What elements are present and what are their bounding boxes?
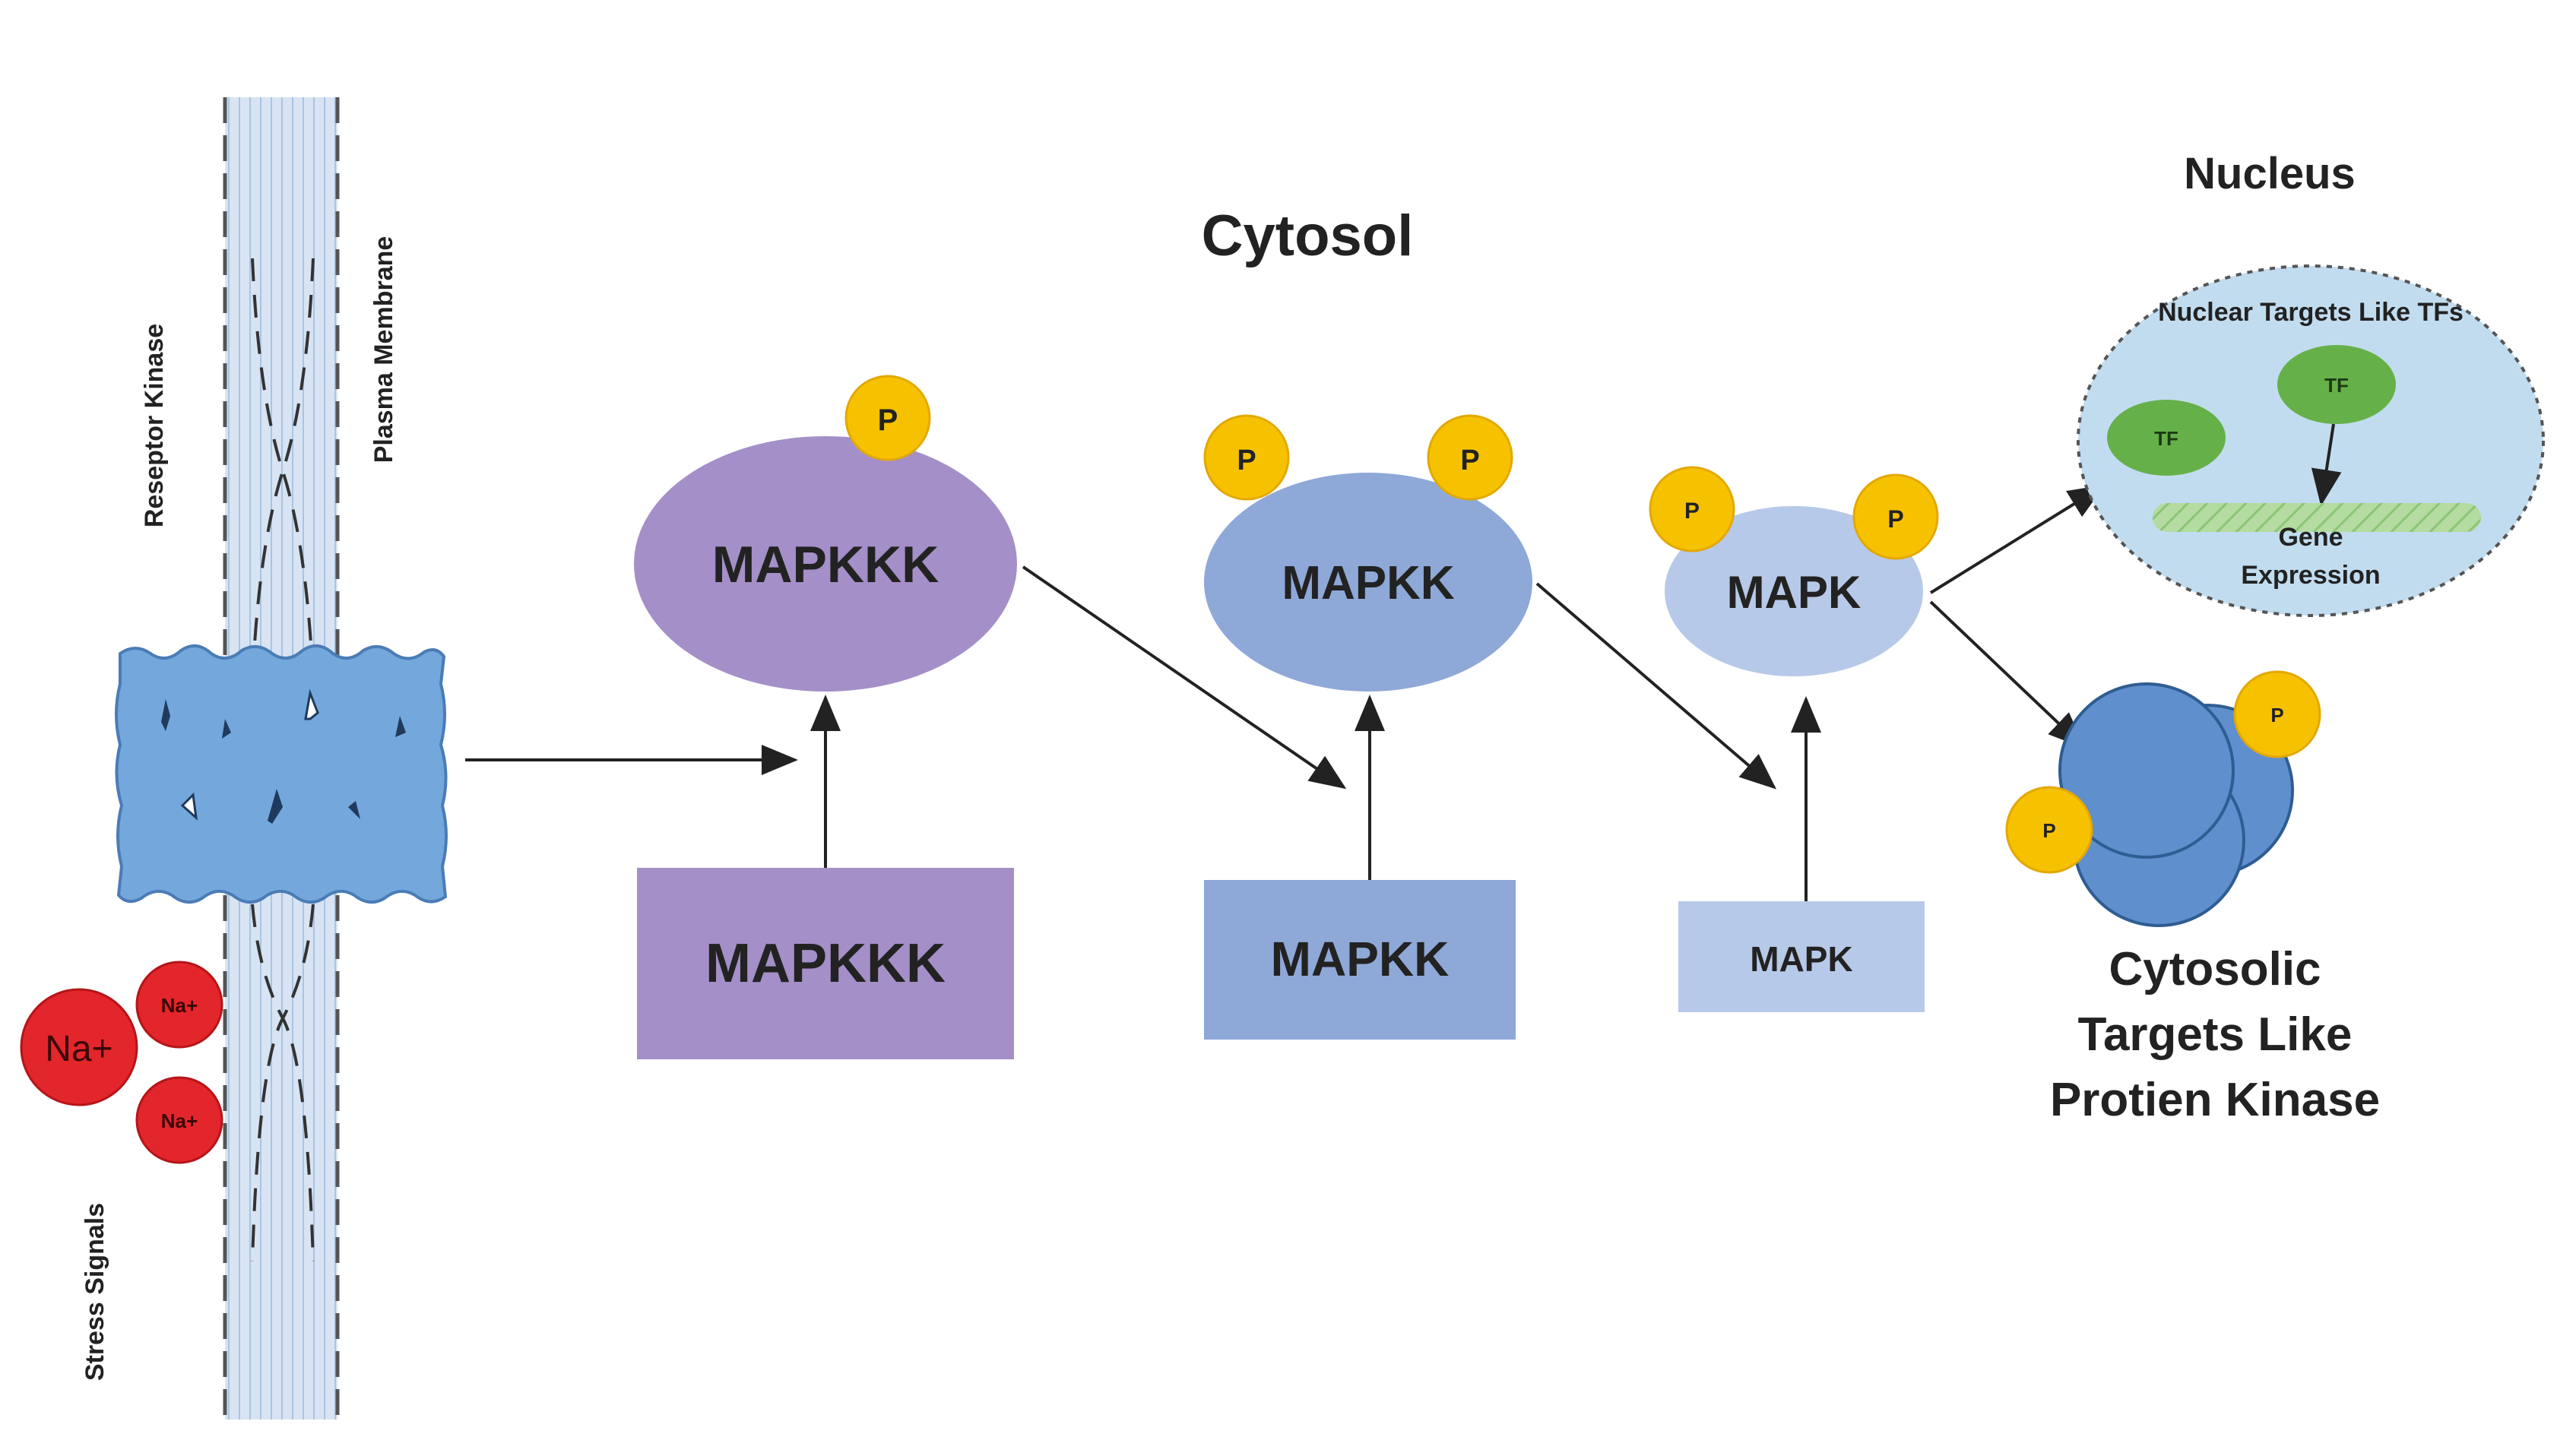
mapkk-inactive-label: MAPKK bbox=[1271, 932, 1450, 986]
sodium-ion-large-label: Na+ bbox=[45, 1029, 112, 1069]
phosphate-group: P bbox=[2005, 786, 2093, 874]
nucleus: Nuclear Targets Like TFs TF TF Gene Expr… bbox=[2077, 264, 2545, 617]
mapkk-active: MAPKK bbox=[1204, 473, 1532, 692]
mapk-active-label: MAPK bbox=[1727, 567, 1862, 618]
cytosolic-targets-line-3: Protien Kinase bbox=[2050, 1074, 2380, 1126]
gene-label: Gene bbox=[2278, 523, 2343, 552]
mapkkk-active: MAPKKK bbox=[634, 436, 1017, 692]
phosphate-label: P bbox=[1460, 445, 1479, 476]
receptor-kinase bbox=[115, 644, 448, 904]
phosphate-group: P bbox=[1203, 414, 1290, 501]
transcription-factor: TF bbox=[2107, 400, 2226, 476]
phosphate-label: P bbox=[2270, 704, 2283, 726]
mapkkk-inactive-label: MAPKKK bbox=[705, 933, 946, 994]
receptor-kinase-label: Reseptor Kinase bbox=[140, 324, 169, 527]
arrow-mapkk-to-mapk bbox=[1535, 582, 1777, 790]
transcription-factor: TF bbox=[2277, 345, 2396, 424]
phosphate-group: P bbox=[1852, 473, 1939, 560]
sodium-ion-large: Na+ bbox=[20, 988, 138, 1106]
expression-label: Expression bbox=[2241, 561, 2380, 590]
pathway-arrows bbox=[465, 484, 2105, 901]
sodium-ion-small-top: Na+ bbox=[135, 961, 223, 1049]
cytosolic-targets: P P bbox=[2005, 670, 2321, 927]
mapk-inactive-label: MAPK bbox=[1750, 939, 1852, 979]
mapkkk-inactive: MAPKKK bbox=[637, 868, 1014, 1059]
cytosolic-targets-line-2: Targets Like bbox=[2078, 1008, 2353, 1061]
phosphate-group: P bbox=[844, 375, 931, 461]
mapk-inactive: MAPK bbox=[1678, 901, 1925, 1012]
arrow-mapkkk-to-mapkk bbox=[1022, 565, 1347, 790]
tf-label: TF bbox=[2154, 427, 2178, 450]
phosphate-label: P bbox=[878, 404, 898, 437]
phosphate-group: P bbox=[1649, 466, 1735, 552]
mapk-active: MAPK bbox=[1665, 506, 1923, 676]
mapkk-active-label: MAPKK bbox=[1282, 557, 1455, 609]
sodium-ion-small-bottom-label: Na+ bbox=[161, 1109, 198, 1132]
arrow-mapk-to-nucleus bbox=[1929, 484, 2105, 594]
plasma-membrane-label: Plasma Membrane bbox=[369, 236, 398, 464]
cytosolic-targets-line-1: Cytosolic bbox=[2109, 943, 2321, 995]
sodium-ion-small-top-label: Na+ bbox=[161, 994, 198, 1017]
phosphate-label: P bbox=[1887, 505, 1903, 533]
mapkk-inactive: MAPKK bbox=[1204, 880, 1516, 1040]
tf-label: TF bbox=[2324, 374, 2349, 397]
arrow-mapk-to-cytosolic-targets bbox=[1929, 600, 2085, 749]
sodium-ion-small-bottom: Na+ bbox=[135, 1076, 223, 1164]
stress-signals-label: Stress Signals bbox=[81, 1203, 109, 1381]
gene-strand bbox=[2153, 503, 2481, 532]
phosphate-label: P bbox=[2042, 819, 2055, 842]
nuclear-targets-label: Nuclear Targets Like TFs bbox=[2158, 298, 2464, 327]
cytosol-title: Cytosol bbox=[1202, 204, 1414, 268]
nucleus-title: Nucleus bbox=[2184, 149, 2356, 198]
phosphate-group: P bbox=[1427, 414, 1513, 501]
phosphate-label: P bbox=[1237, 445, 1256, 476]
mapkkk-active-label: MAPKKK bbox=[712, 536, 939, 593]
arrow-tf-to-gene bbox=[2311, 423, 2342, 506]
phosphate-label: P bbox=[1684, 499, 1700, 524]
phosphate-group: P bbox=[2233, 670, 2321, 758]
